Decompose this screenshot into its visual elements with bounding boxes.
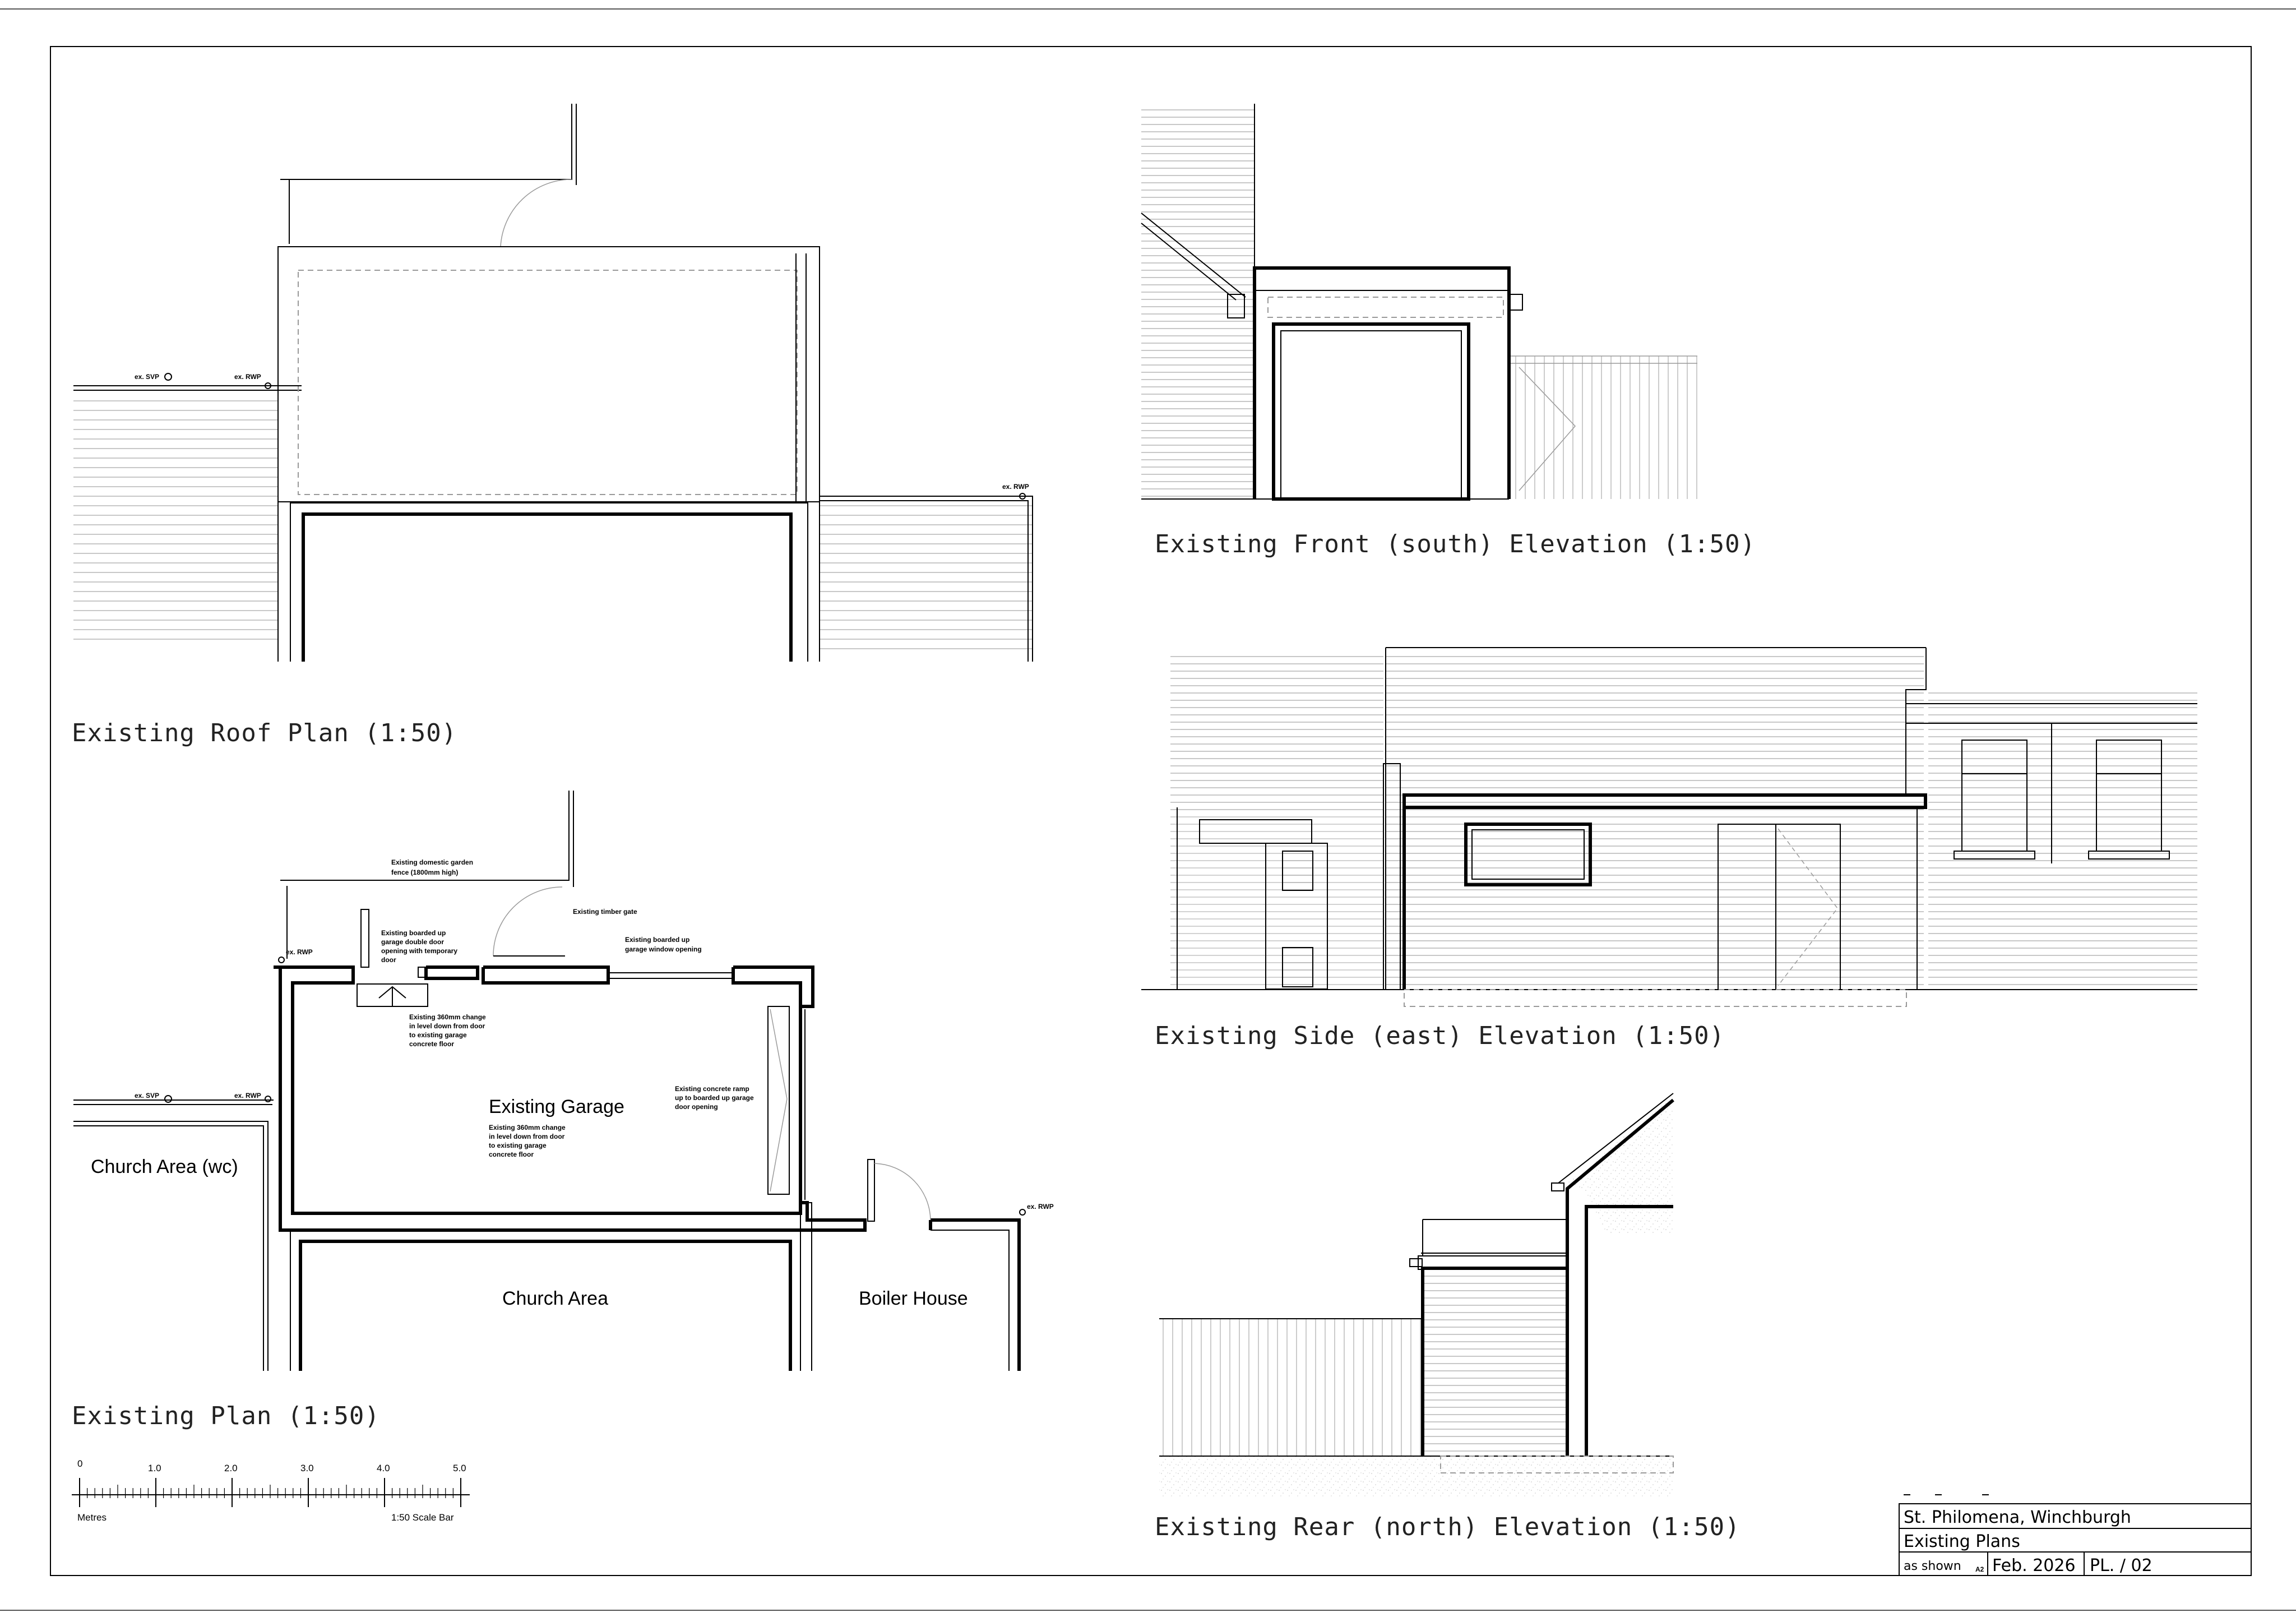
- level-note-3: to existing garage: [489, 1142, 547, 1149]
- title-size: A2: [1975, 1565, 1984, 1573]
- door-note-1: Existing boarded up: [381, 929, 446, 937]
- plan-title: Existing Plan (1:50): [72, 1402, 380, 1430]
- door-note-4: door: [381, 956, 396, 964]
- rear-elevation: Existing Rear (north) Elevation (1:50): [1155, 1093, 1740, 1541]
- title-project: St. Philomena, Winchburgh: [1904, 1508, 2131, 1527]
- plan-rwp-right-label: ex. RWP: [1027, 1203, 1054, 1211]
- window-note-1: Existing boarded up: [625, 936, 689, 944]
- scale-caption: 1:50 Scale Bar: [391, 1512, 454, 1523]
- level-note-2: in level down from door: [489, 1133, 565, 1140]
- scale-tick-4: 4.0: [377, 1463, 390, 1473]
- side-elevation-title: Existing Side (east) Elevation (1:50): [1155, 1022, 1725, 1050]
- plan-rwp-top-label: ex. RWP: [286, 948, 313, 956]
- scale-tick-0: 0: [77, 1458, 82, 1469]
- title-block: St. Philomena, Winchburgh Existing Plans…: [1899, 1494, 2252, 1576]
- scale-tick-2: 2.0: [224, 1463, 238, 1473]
- scale-bar: 0 1.0 2.0 3.0 4.0 5.0 Metres 1:50 Scale …: [72, 1458, 470, 1523]
- front-elevation-title: Existing Front (south) Elevation (1:50): [1155, 530, 1756, 558]
- scale-tick-1: 1.0: [148, 1463, 161, 1473]
- step-note-4: concrete floor: [409, 1040, 454, 1048]
- ramp-note-3: door opening: [675, 1103, 718, 1111]
- title-date: Feb. 2026: [1992, 1556, 2076, 1576]
- roof-slab: [277, 246, 820, 502]
- level-note-1: Existing 360mm change: [489, 1124, 566, 1131]
- rear-elevation-title: Existing Rear (north) Elevation (1:50): [1155, 1513, 1740, 1541]
- scale-tick-3: 3.0: [300, 1463, 314, 1473]
- door-note-2: garage double door: [381, 938, 444, 946]
- title-number: PL. / 02: [2090, 1556, 2152, 1576]
- ramp-note-2: up to boarded up garage: [675, 1094, 754, 1102]
- roof-left-hatch: [73, 392, 278, 648]
- ramp-note-1: Existing concrete ramp: [675, 1085, 749, 1093]
- title-drawing: Existing Plans: [1904, 1532, 2020, 1551]
- roof-rwp-label: ex. RWP: [234, 373, 261, 381]
- roof-rwp-right-label: ex. RWP: [1002, 483, 1029, 491]
- church-wc-room-label: Church Area (wc): [91, 1156, 238, 1177]
- side-elevation: Existing Side (east) Elevation (1:50): [1141, 647, 2197, 1050]
- roof-plan-title: Existing Roof Plan (1:50): [72, 719, 457, 747]
- step-note-2: in level down from door: [409, 1022, 485, 1030]
- church-room-label: Church Area: [502, 1288, 608, 1309]
- garage-room-label: Existing Garage: [489, 1096, 624, 1117]
- plan-svp-label: ex. SVP: [135, 1092, 159, 1099]
- roof-svp-label: ex. SVP: [135, 373, 159, 381]
- step-note-1: Existing 360mm change: [409, 1013, 486, 1021]
- gate-note: Existing timber gate: [573, 908, 637, 916]
- fence-note-2: fence (1800mm high): [391, 868, 458, 876]
- level-note-4: concrete floor: [489, 1151, 534, 1158]
- title-scale: as shown: [1904, 1559, 1961, 1573]
- front-elevation: Existing Front (south) Elevation (1:50): [1141, 104, 1756, 558]
- step-note-3: to existing garage: [409, 1031, 467, 1039]
- fence-note-1: Existing domestic garden: [391, 858, 473, 866]
- scale-tick-5: 5.0: [453, 1463, 466, 1473]
- roof-plan: ex. SVP ex. RWP ex. RWP Existing Roof Pl…: [72, 104, 1033, 747]
- roof-right-hatch: [820, 505, 1033, 657]
- ground-plan: ex. SVP ex. RWP ex. RWP ex. RWP Existing…: [72, 791, 1054, 1430]
- window-note-2: garage window opening: [625, 945, 702, 953]
- scale-unit: Metres: [77, 1512, 107, 1523]
- boiler-room-label: Boiler House: [859, 1288, 968, 1309]
- door-note-3: opening with temporary: [381, 947, 457, 955]
- sheet-border: [50, 46, 2252, 1576]
- plan-rwp-left-label: ex. RWP: [234, 1092, 261, 1099]
- scale-bar-ticks: [79, 1478, 461, 1507]
